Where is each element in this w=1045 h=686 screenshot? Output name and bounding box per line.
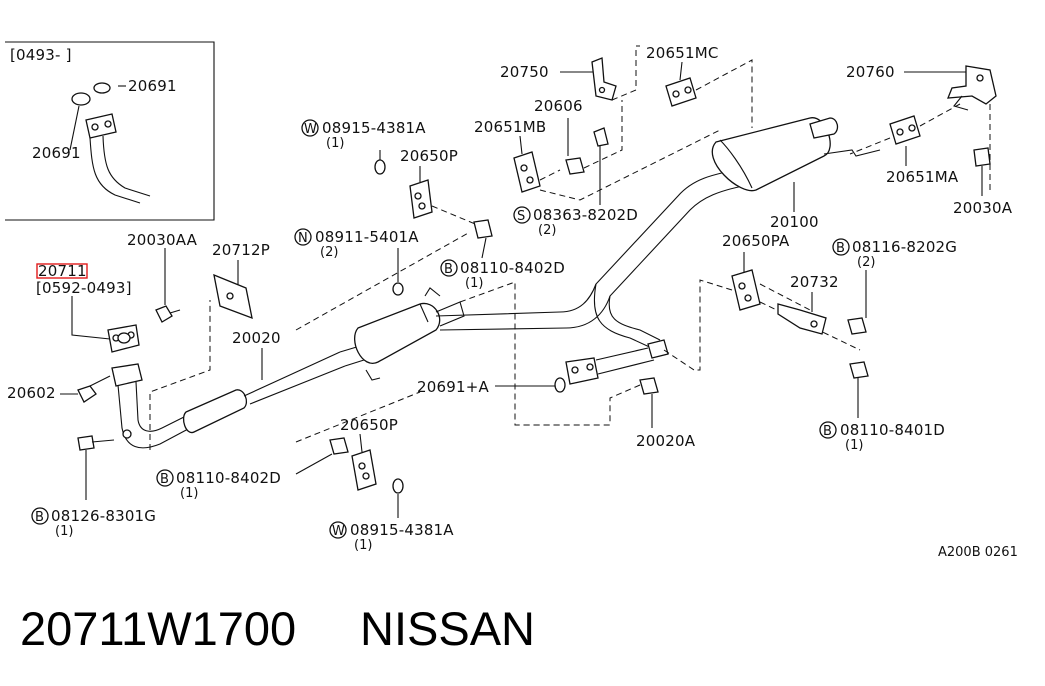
part-20750-label: 20750: [500, 63, 549, 81]
part-08116-qty: (2): [857, 255, 875, 270]
part-20651MC-label: 20651MC: [646, 44, 719, 62]
bolt-20020A: [639, 377, 659, 395]
flange-20691A: [565, 357, 599, 385]
part-08915-top-qty: (1): [326, 136, 344, 151]
bolt-08110-mid: [473, 219, 493, 239]
inset-part-20691-a: 20691: [128, 77, 177, 95]
bolt-20030A: [973, 147, 991, 167]
part-08116-8202G-label: 08116-8202G: [852, 238, 957, 256]
bolt-08110-8401D: [849, 361, 869, 379]
part-20020A-label: 20020A: [636, 432, 696, 450]
part-08110-8402D-mid-label: 08110-8402D: [460, 259, 565, 277]
part-20606-label: 20606: [534, 97, 583, 115]
part-20651MA-label: 20651MA: [886, 168, 959, 186]
front-pipe-group: 20711 [0592-0493] 20030AA 20712P 20020 2…: [7, 231, 365, 539]
hanger-group: 20750 20651MC 20606 20651MB S 08363-8202…: [474, 44, 1013, 453]
marker-B-08126: [31, 507, 49, 525]
mount-20650P-low: [351, 449, 377, 491]
part-20760-label: 20760: [846, 63, 895, 81]
part-20711-label: 20711: [38, 262, 87, 280]
part-08110-8401D-qty: (1): [845, 438, 863, 453]
figure-reference: A200B 0261: [938, 545, 1018, 560]
part-20030AA-label: 20030AA: [127, 231, 198, 249]
rubber-20651MA: [889, 115, 921, 145]
bolt-08126: [77, 435, 95, 451]
part-08110-low-qty: (1): [180, 486, 198, 501]
marker-B-8401D: B: [823, 424, 832, 439]
rear-muffler-group: 20100 20691+A 20020A: [417, 117, 881, 450]
part-08126-8301G-label: 08126-8301G: [51, 507, 156, 525]
part-20020-label: 20020: [232, 329, 281, 347]
part-20650PA-label: 20650PA: [722, 232, 790, 250]
part-08915-low-qty: (1): [354, 538, 372, 553]
marker-B-08116: B: [836, 241, 845, 256]
part-08911-qty: (2): [320, 245, 338, 260]
part-08126-qty: (1): [55, 524, 73, 539]
nut-20602: [77, 385, 97, 403]
part-08915-4381A-low-label: 08915-4381A: [350, 521, 454, 539]
bolt-08110-low: [329, 437, 349, 455]
part-20651MB-label: 20651MB: [474, 118, 546, 136]
washer-08915-top: [374, 159, 386, 175]
rubber-20651MC: [665, 77, 697, 107]
caption-brand: NISSAN: [360, 602, 535, 655]
mount-20650PA: [731, 269, 761, 311]
part-20030A-label: 20030A: [953, 199, 1013, 217]
part-08915-4381A-top-label: 08915-4381A: [322, 119, 426, 137]
mount-20650P-top: [409, 179, 433, 219]
bracket-20732: [777, 303, 827, 335]
center-muffler: [354, 302, 441, 364]
svg-text:B: B: [35, 510, 44, 525]
part-20732-label: 20732: [790, 273, 839, 291]
part-08110-8401D-label: 08110-8401D: [840, 421, 945, 439]
part-08110-mid-qty: (1): [465, 276, 483, 291]
bolt-20606: [565, 157, 585, 175]
part-20711-range-label: [0592-0493]: [36, 279, 132, 297]
center-muffler-group: N 08911-5401A (2) W 08915-4381A (1) 2065…: [156, 119, 565, 553]
inset-range-label: [0493- ]: [10, 46, 72, 64]
part-08911-5401A-label: 08911-5401A: [315, 228, 419, 246]
marker-W-low: W: [332, 524, 345, 539]
bracket-20750: [591, 57, 617, 101]
marker-N: N: [298, 231, 308, 246]
part-08110-8402D-low-label: 08110-8402D: [176, 469, 281, 487]
part-20602-label: 20602: [7, 384, 56, 402]
part-20691A-label: 20691+A: [417, 378, 489, 396]
part-20100-label: 20100: [770, 213, 819, 231]
bolt-08363: [593, 127, 609, 147]
bolt-08116: [847, 317, 867, 335]
inset-part-20691-b: 20691: [32, 144, 81, 162]
highlight-box: [36, 263, 88, 279]
bolt-20030AA: [155, 305, 173, 323]
washer-08915-low: [392, 478, 404, 494]
inset-detail: [0493- ] 20691 20691: [5, 41, 215, 221]
rubber-20651MB: [513, 151, 541, 193]
bracket-20760: [947, 65, 997, 105]
part-08363-8202D-label: 08363-8202D: [533, 206, 638, 224]
nut-08911: [392, 282, 404, 296]
part-20712P-label: 20712P: [212, 241, 270, 259]
part-20650P-low-label: 20650P: [340, 416, 398, 434]
part-20650P-top-label: 20650P: [400, 147, 458, 165]
marker-B-mid: B: [444, 262, 453, 277]
marker-W-top: W: [304, 122, 317, 137]
marker-B-low: B: [160, 472, 169, 487]
caption-part-number: 20711W1700: [20, 602, 296, 655]
gasket-20691A: [554, 377, 566, 393]
marker-S: S: [517, 209, 525, 224]
part-08363-qty: (2): [538, 223, 556, 238]
